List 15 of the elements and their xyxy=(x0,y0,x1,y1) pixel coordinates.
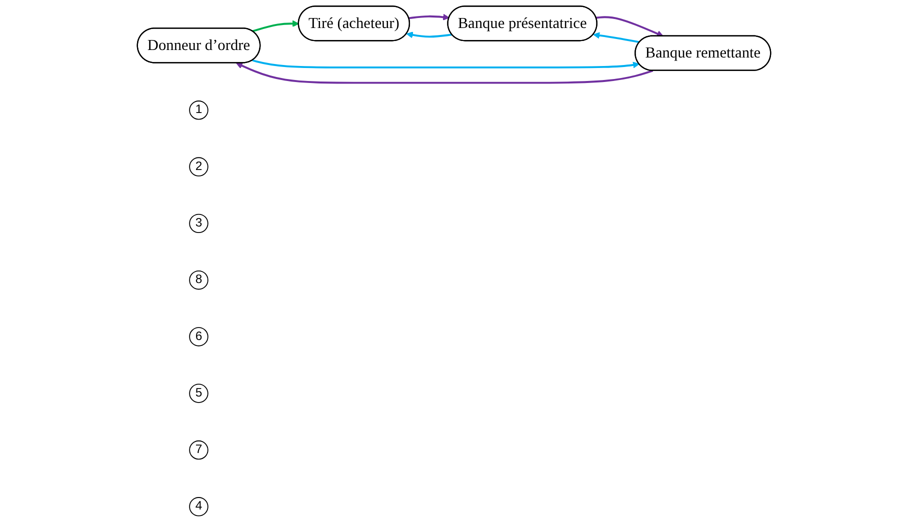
node-circle: 2 xyxy=(189,157,208,176)
node-circle: 8 xyxy=(189,270,208,290)
arrow xyxy=(252,20,300,32)
node-circle: 5 xyxy=(189,384,208,403)
node-circle: 3 xyxy=(189,214,208,234)
arrow xyxy=(406,32,452,38)
node-circle: 6 xyxy=(189,327,208,346)
arrow xyxy=(236,62,654,84)
node-circle: 1 xyxy=(189,100,208,120)
arrow xyxy=(596,16,664,37)
node-circle: 7 xyxy=(189,440,208,460)
arrow xyxy=(593,32,640,44)
arrow xyxy=(408,14,450,20)
node-circle: 4 xyxy=(189,497,208,516)
arrow xyxy=(252,59,640,68)
